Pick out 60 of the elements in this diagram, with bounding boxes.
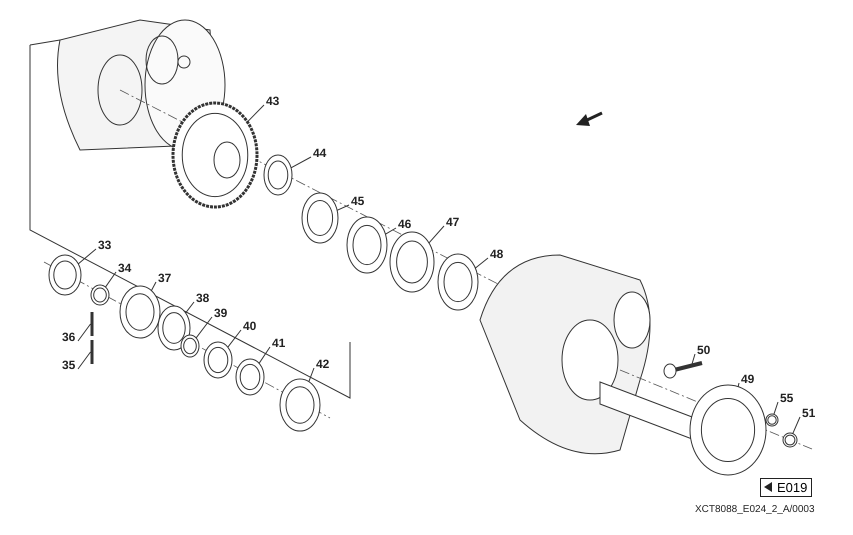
leader-line	[227, 330, 242, 348]
leader-line	[773, 402, 778, 415]
leader-line	[185, 302, 194, 314]
washer-drawing	[766, 414, 778, 426]
snap-ring-drawing	[236, 358, 264, 396]
leader-line	[78, 248, 96, 264]
washer-drawing	[180, 334, 200, 358]
callout-number: 36	[62, 331, 76, 344]
leader-line	[792, 416, 800, 434]
callout-number: 43	[266, 95, 280, 108]
callout-number: 55	[780, 392, 794, 405]
callout-number: 39	[214, 307, 228, 320]
ring-drawing	[302, 192, 338, 244]
leader-line	[78, 324, 91, 342]
leader-line	[258, 346, 270, 364]
leader-line	[105, 272, 116, 288]
callout-number: 35	[62, 359, 76, 372]
leader-line	[290, 156, 312, 168]
bushing-drawing	[48, 254, 82, 296]
callout-number: 50	[697, 344, 710, 357]
callout-number: 47	[446, 216, 460, 229]
pin-drawing	[90, 312, 94, 336]
bearing-drawing	[346, 216, 388, 274]
leader-line	[150, 282, 156, 292]
callout-number: 40	[243, 320, 256, 333]
leader-line	[474, 258, 488, 269]
gear-drawing	[172, 102, 258, 208]
callout-number: 51	[802, 407, 816, 420]
leader-line	[428, 226, 444, 244]
bearing-race-drawing	[390, 232, 434, 292]
leader-line	[308, 368, 314, 382]
bearing-race-drawing	[120, 286, 160, 338]
leader-line	[738, 382, 740, 388]
leader-line	[78, 352, 91, 370]
callout-number: 46	[398, 218, 412, 231]
bushing-drawing	[280, 378, 320, 432]
callout-number: 49	[741, 373, 754, 386]
callout-number: 48	[490, 248, 504, 261]
page-reference-tag: E019	[760, 478, 812, 497]
callout-number: 34	[118, 262, 132, 275]
callout-number: 33	[98, 239, 112, 252]
callout-number: 38	[196, 292, 210, 305]
pin-drawing	[90, 340, 94, 364]
drawing-reference-code: XCT8088_E024_2_A/0003	[695, 504, 815, 515]
seal-ring-drawing	[438, 254, 478, 310]
snap-ring-drawing	[264, 154, 292, 196]
callout-number: 41	[272, 337, 286, 350]
leader-line	[384, 228, 396, 235]
callout-number: 42	[316, 358, 330, 371]
callout-number: 44	[313, 147, 326, 160]
shim-ring-drawing	[204, 342, 232, 378]
nut-drawing	[782, 432, 798, 448]
leader-line	[692, 354, 696, 364]
callout-number: 37	[158, 272, 172, 285]
callout-number: 45	[351, 195, 364, 208]
leader-line	[336, 204, 350, 211]
leader-line	[196, 316, 212, 338]
leader-line	[246, 104, 264, 122]
bolt-drawing	[664, 361, 702, 378]
nut-drawing	[90, 284, 110, 306]
